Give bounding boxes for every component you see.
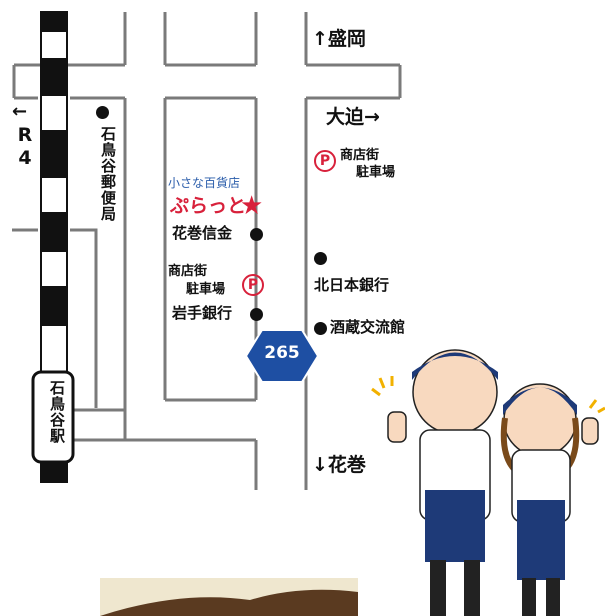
parking-left-line2: 駐車場 (186, 282, 226, 297)
route-265-shield: 265 (264, 343, 300, 363)
staff-illustration (371, 349, 605, 616)
iwate-bank-label: 岩手銀行 (172, 304, 233, 322)
station-label: 石鳥谷駅 (48, 380, 66, 444)
iwate-bank-marker (250, 308, 263, 321)
sake-hall-marker (314, 322, 327, 335)
parking-right-icon: P (314, 150, 336, 172)
r4-arrow: ← (12, 101, 28, 122)
post-office-marker (96, 106, 109, 119)
hanamaki-shinkin-label: 花巻信金 (172, 224, 233, 242)
hanamaki-shinkin-marker (250, 228, 263, 241)
post-office-label: 石鳥谷郵便局 (99, 126, 117, 222)
direction-hanamaki: ↓花巻 (312, 454, 366, 476)
parking-left-line1: 商店街 (168, 264, 208, 279)
parking-right-line2: 駐車場 (356, 165, 396, 180)
kita-nihon-bank-label: 北日本銀行 (314, 276, 390, 294)
kita-nihon-bank-marker (314, 252, 327, 265)
direction-morioka: ↑盛岡 (312, 28, 366, 50)
shop-name: ぷらっと (170, 195, 247, 217)
sake-hall-label: 酒蔵交流館 (330, 318, 406, 336)
food-photo (100, 578, 358, 616)
r4-label: R4 (14, 124, 36, 170)
parking-left-icon: P (242, 274, 264, 296)
direction-ohasama: 大迫→ (326, 106, 380, 128)
parking-right-line1: 商店街 (340, 148, 380, 163)
shop-star-icon: ★ (240, 191, 264, 221)
shop-subtitle: 小さな百貨店 (168, 176, 241, 190)
